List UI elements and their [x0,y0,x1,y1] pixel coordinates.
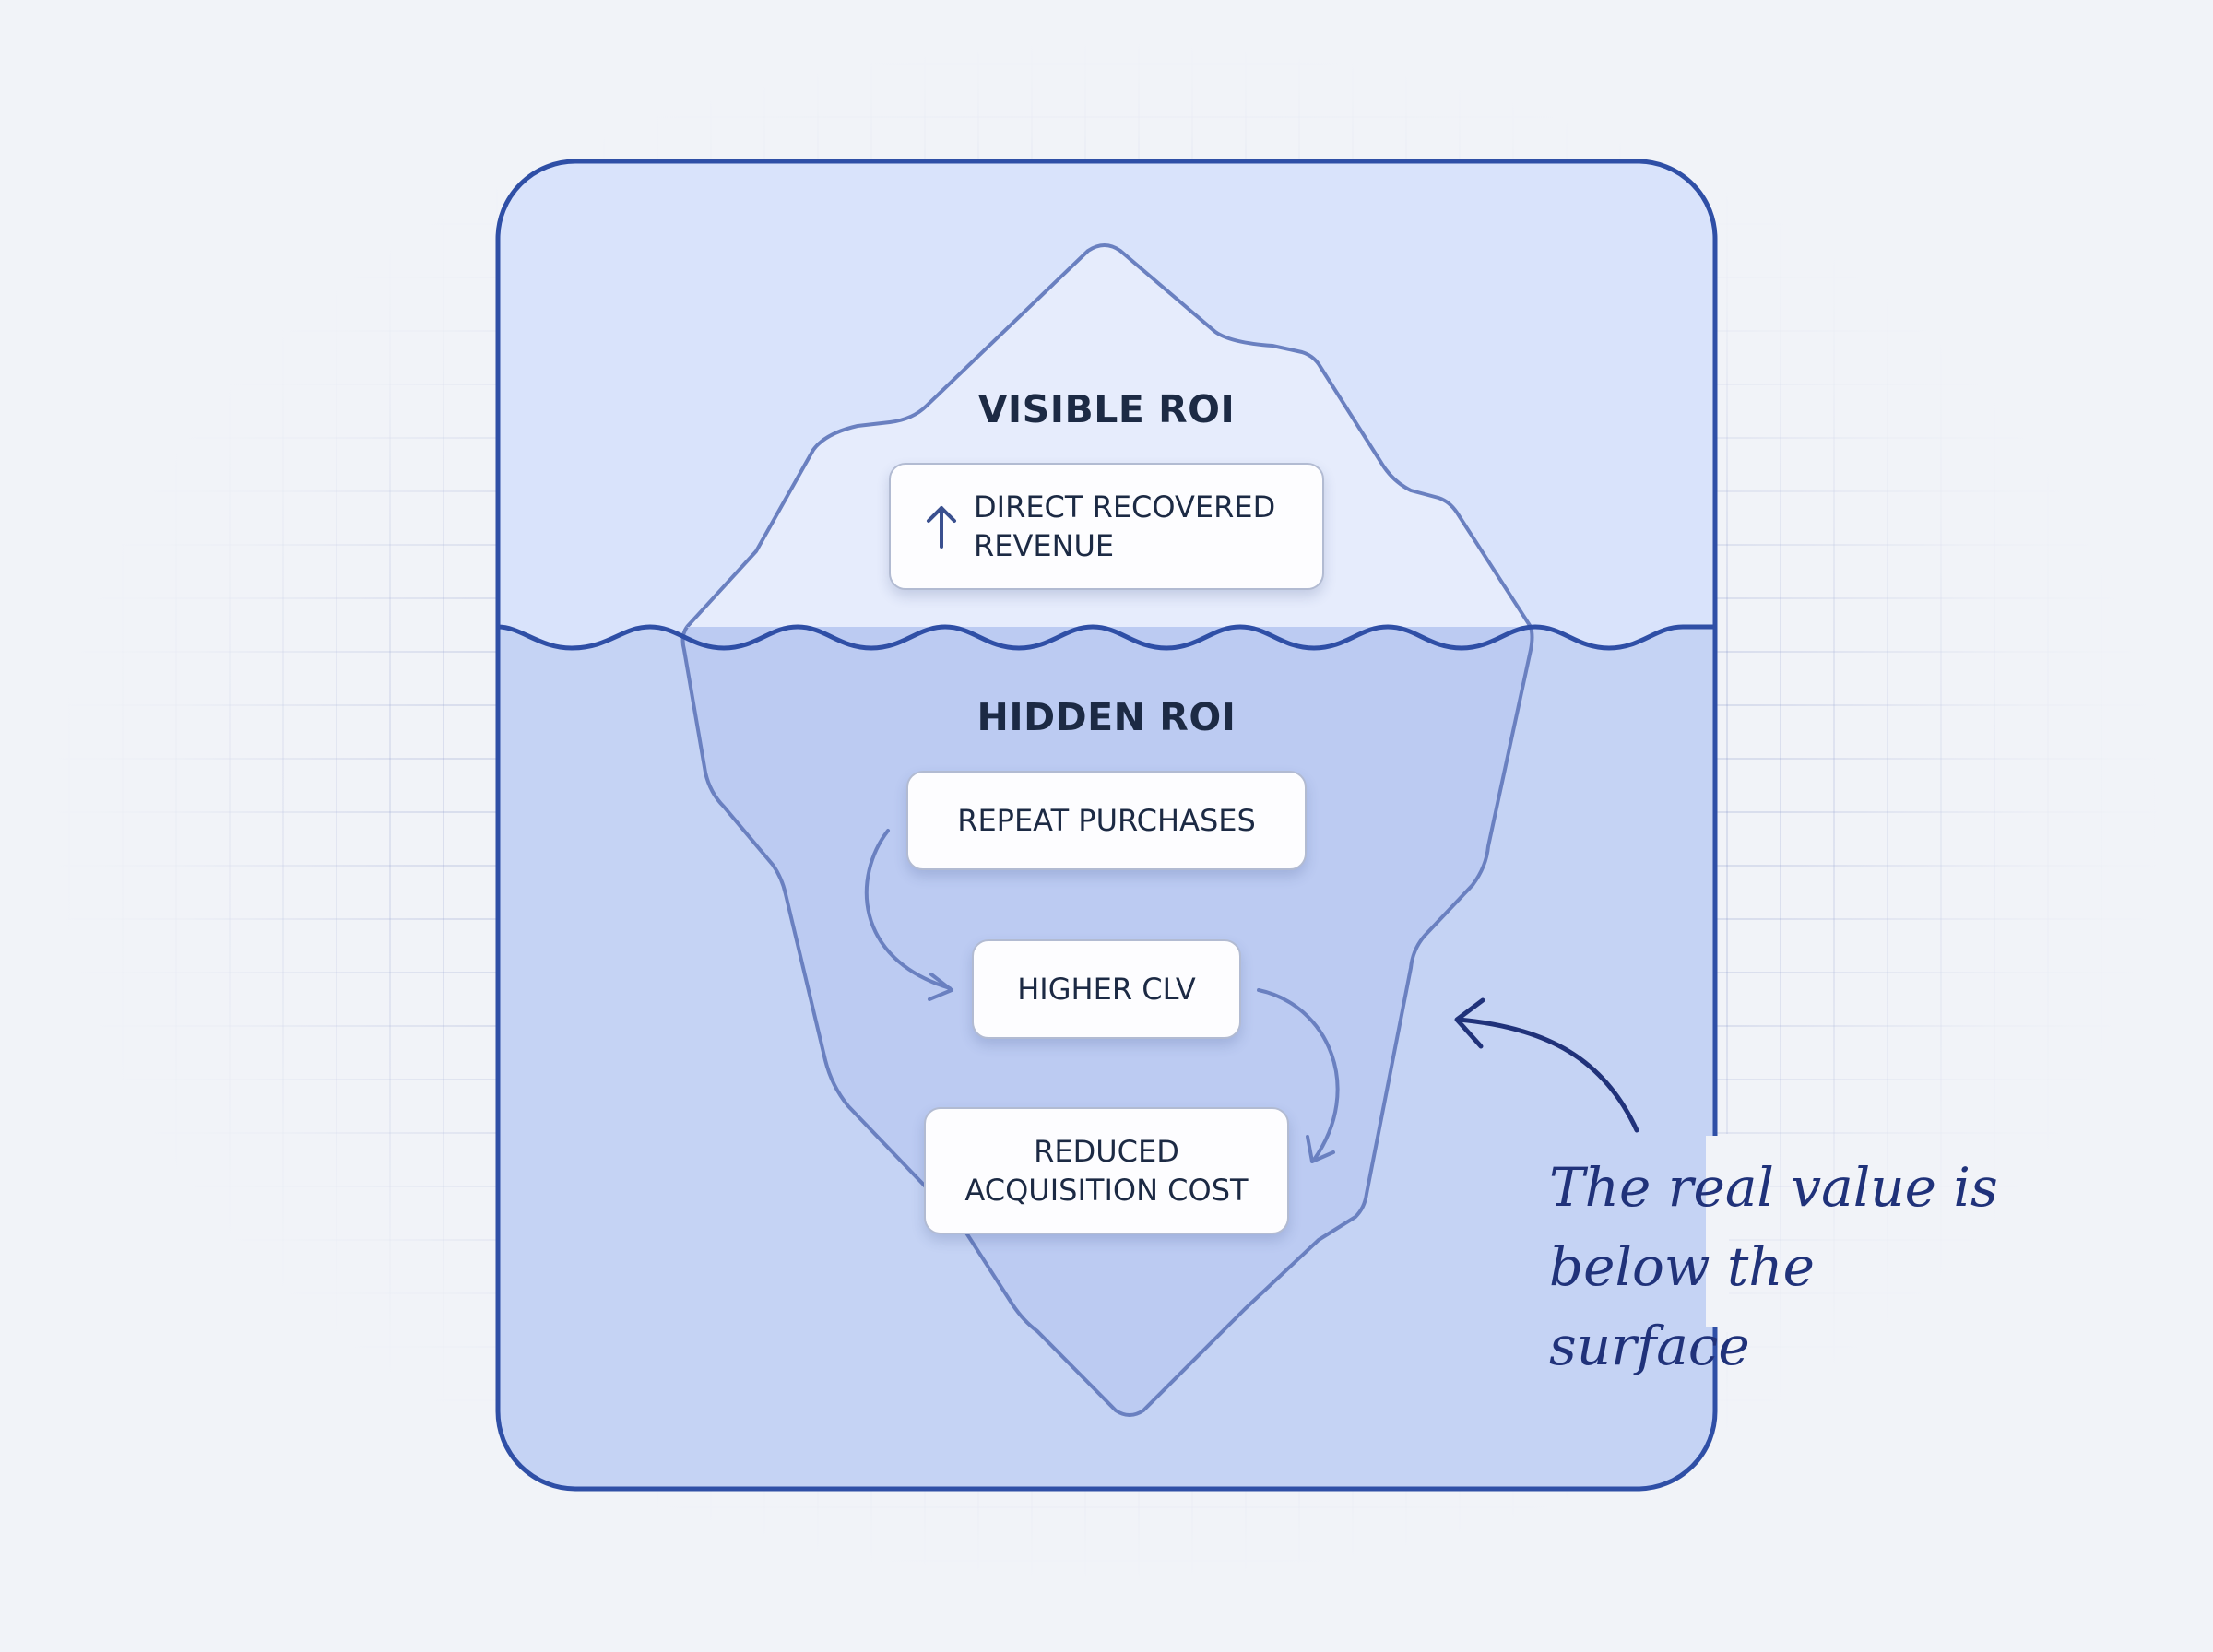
flow-arrow-1 [864,829,952,990]
reduced-acquisition-cost-label: REDUCED ACQUISITION COST [964,1134,1249,1208]
annotation-arrow-head [1454,997,1485,1049]
diagram-frame [495,159,1718,1492]
direct-recovered-revenue-label: DIRECT RECOVERED REVENUE [974,490,1276,563]
repeat-purchases-card: REPEAT PURCHASES [906,771,1307,870]
hidden-roi-heading: HIDDEN ROI [976,695,1237,739]
frame-break [1706,1136,1724,1328]
reduced-acquisition-cost-card: REDUCED ACQUISITION COST [924,1107,1289,1234]
surface-annotation: The real value is below the surface [1549,1156,1998,1377]
annotation-arrow [1456,1017,1639,1133]
higher-clv-label: HIGHER CLV [1017,972,1196,1007]
arrow-up-icon [927,506,956,549]
flow-arrow-1-head [928,973,953,1001]
flow-arrow-2 [1257,988,1340,1162]
direct-recovered-revenue-card: DIRECT RECOVERED REVENUE [889,463,1324,590]
higher-clv-card: HIGHER CLV [972,939,1241,1039]
flow-arrow-2-head [1306,1135,1335,1163]
waterline [498,624,1715,651]
repeat-purchases-label: REPEAT PURCHASES [957,803,1256,838]
visible-roi-heading: VISIBLE ROI [977,387,1236,431]
